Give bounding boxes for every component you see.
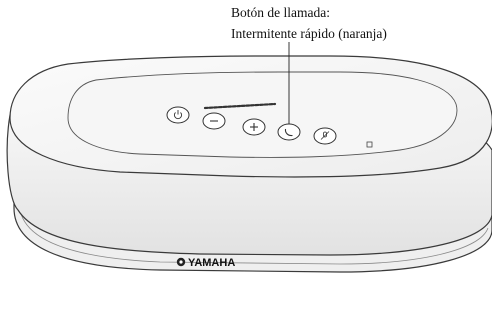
brand-label: YAMAHA <box>188 257 235 269</box>
power-button[interactable] <box>166 106 190 124</box>
volume-up-button[interactable] <box>242 118 266 136</box>
volume-down-button[interactable] <box>202 112 226 130</box>
callout-title: Botón de llamada: <box>231 5 330 20</box>
device-control-panel <box>67 71 458 158</box>
device-base-edge <box>19 209 489 265</box>
power-icon <box>173 110 183 120</box>
yamaha-logo: YAMAHA <box>176 257 235 269</box>
mic-mute-button[interactable] <box>313 127 337 145</box>
call-icon <box>284 128 293 137</box>
level-indicator-bar <box>203 102 277 110</box>
mic-mute-icon <box>320 131 330 140</box>
callout-state: Intermitente rápido (naranja) <box>231 26 387 41</box>
call-button[interactable] <box>277 123 301 141</box>
bluetooth-indicator-icon <box>366 141 373 148</box>
plus-icon <box>250 123 258 131</box>
